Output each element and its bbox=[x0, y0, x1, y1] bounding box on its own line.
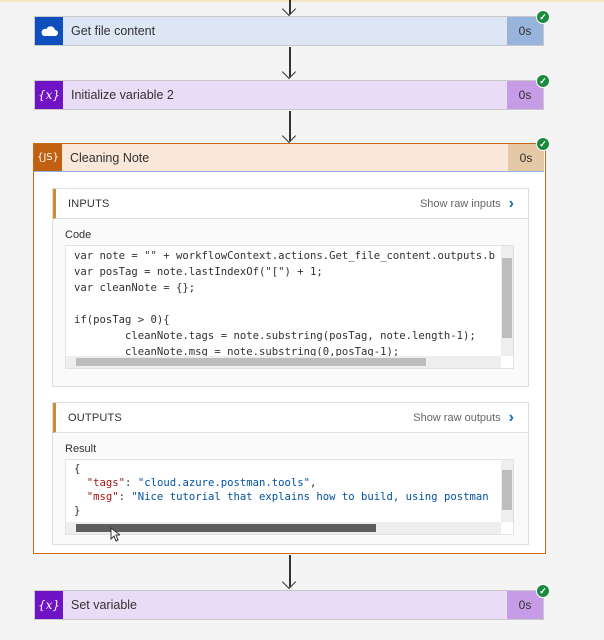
json-value-msg: "Nice tutorial that explains how to buil… bbox=[131, 491, 489, 503]
step-set-variable[interactable]: {x} Set variable 0s bbox=[34, 590, 544, 620]
step-title: Initialize variable 2 bbox=[71, 88, 174, 102]
show-raw-outputs-link[interactable]: Show raw outputs › bbox=[413, 409, 514, 427]
json-value-tags: "cloud.azure.postman.tools" bbox=[137, 477, 311, 489]
success-check-icon: ✓ bbox=[536, 137, 550, 151]
outputs-header: OUTPUTS bbox=[68, 411, 122, 424]
step-get-file-content[interactable]: Get file content 0s bbox=[34, 16, 544, 46]
step-title: Get file content bbox=[71, 24, 156, 38]
step-title: Set variable bbox=[71, 598, 138, 612]
vertical-scrollbar[interactable] bbox=[501, 460, 513, 522]
code-text: var note = "" + workflowContext.actions.… bbox=[74, 250, 495, 358]
result-viewer[interactable]: { "tags": "cloud.azure.postman.tools", "… bbox=[65, 459, 514, 535]
onedrive-cloud-icon bbox=[35, 17, 63, 45]
step-title: Cleaning Note bbox=[70, 150, 150, 165]
code-label: Code bbox=[65, 229, 92, 241]
json-key-msg: "msg" bbox=[86, 491, 119, 503]
success-check-icon: ✓ bbox=[536, 584, 550, 598]
javascript-icon: {JS} bbox=[34, 144, 62, 171]
json-brace: { bbox=[74, 463, 81, 475]
connector-arrow bbox=[281, 0, 297, 17]
step-duration: 0s bbox=[508, 144, 544, 171]
show-raw-inputs-link[interactable]: Show raw inputs › bbox=[420, 195, 514, 213]
connector-arrow bbox=[281, 47, 297, 80]
code-editor[interactable]: var note = "" + workflowContext.actions.… bbox=[65, 245, 514, 369]
success-check-icon: ✓ bbox=[536, 10, 550, 24]
inputs-panel: INPUTS Show raw inputs › Code var note = … bbox=[52, 188, 529, 387]
json-key-tags: "tags" bbox=[86, 477, 126, 489]
variable-icon: {x} bbox=[35, 81, 63, 109]
result-label: Result bbox=[65, 443, 97, 455]
connector-arrow bbox=[281, 111, 297, 144]
show-raw-outputs-label: Show raw outputs bbox=[413, 411, 501, 424]
chevron-right-icon: › bbox=[508, 194, 514, 212]
variable-icon: {x} bbox=[35, 591, 63, 619]
mouse-cursor-icon bbox=[110, 527, 120, 542]
top-border bbox=[0, 0, 604, 2]
step-cleaning-note-header[interactable]: {JS} Cleaning Note 0s bbox=[34, 144, 544, 172]
outputs-panel: OUTPUTS Show raw outputs › Result { "tags… bbox=[52, 402, 529, 545]
inputs-header: INPUTS bbox=[68, 197, 110, 210]
horizontal-scrollbar[interactable] bbox=[66, 356, 501, 368]
horizontal-scrollbar[interactable] bbox=[66, 522, 501, 534]
show-raw-inputs-label: Show raw inputs bbox=[419, 197, 501, 210]
json-brace: } bbox=[74, 505, 81, 517]
connector-arrow bbox=[281, 555, 297, 590]
chevron-right-icon: › bbox=[508, 408, 514, 426]
vertical-scrollbar[interactable] bbox=[501, 246, 513, 356]
step-cleaning-note-expanded: {JS} Cleaning Note 0s INPUTS Show raw in… bbox=[33, 143, 546, 554]
success-check-icon: ✓ bbox=[536, 74, 550, 88]
step-initialize-variable-2[interactable]: {x} Initialize variable 2 0s bbox=[34, 80, 544, 110]
